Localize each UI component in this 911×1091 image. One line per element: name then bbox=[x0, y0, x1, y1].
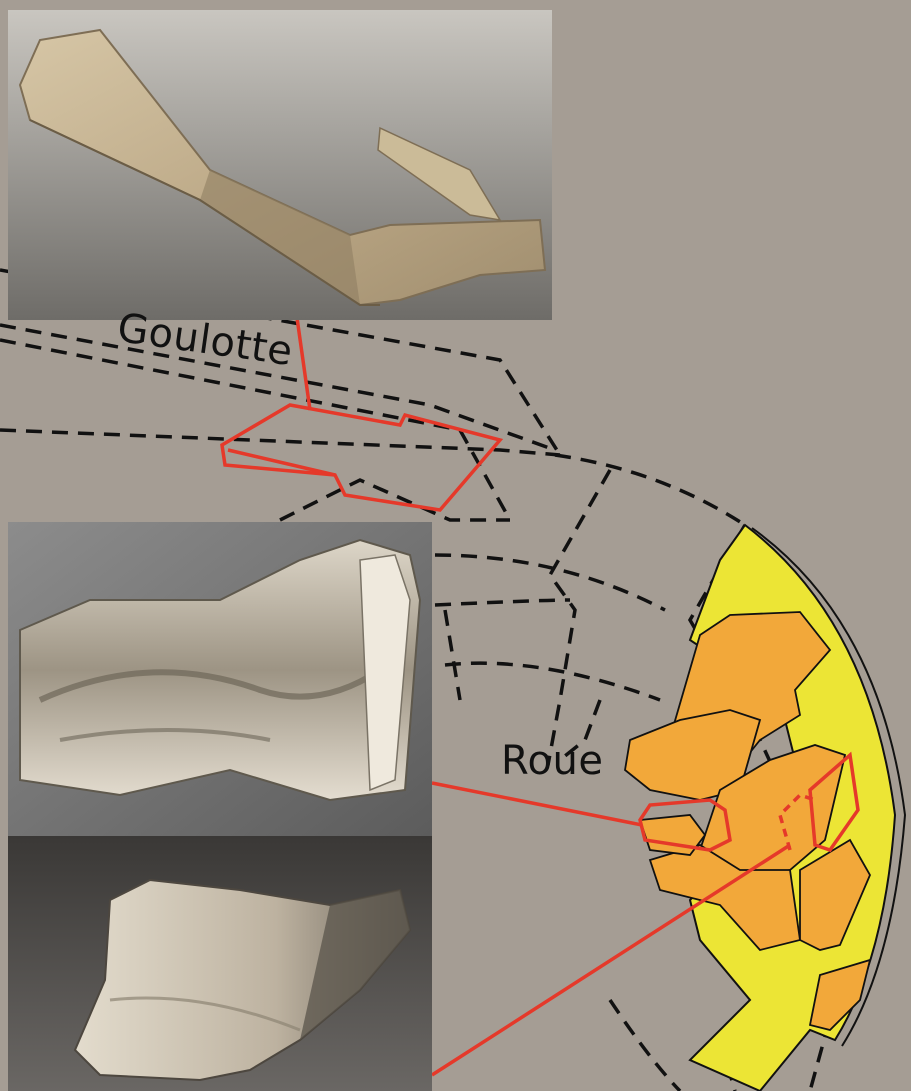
channel-line-5 bbox=[280, 480, 510, 520]
roue-label: Roue bbox=[501, 738, 603, 784]
leader-photo-2 bbox=[432, 783, 642, 825]
goulotte-fragment-photo bbox=[8, 10, 552, 320]
wheel-spoke-2 bbox=[445, 610, 460, 700]
wheel-spoke-1 bbox=[548, 470, 610, 765]
wheel-fragment-photo-1 bbox=[8, 522, 432, 836]
wheel-arc-4 bbox=[445, 663, 660, 700]
wheel-arc-5 bbox=[610, 1000, 680, 1091]
wheel-arc-1 bbox=[555, 455, 745, 525]
wheel-fragment-photo-2 bbox=[8, 836, 432, 1091]
wheel-arc-3 bbox=[435, 600, 570, 605]
